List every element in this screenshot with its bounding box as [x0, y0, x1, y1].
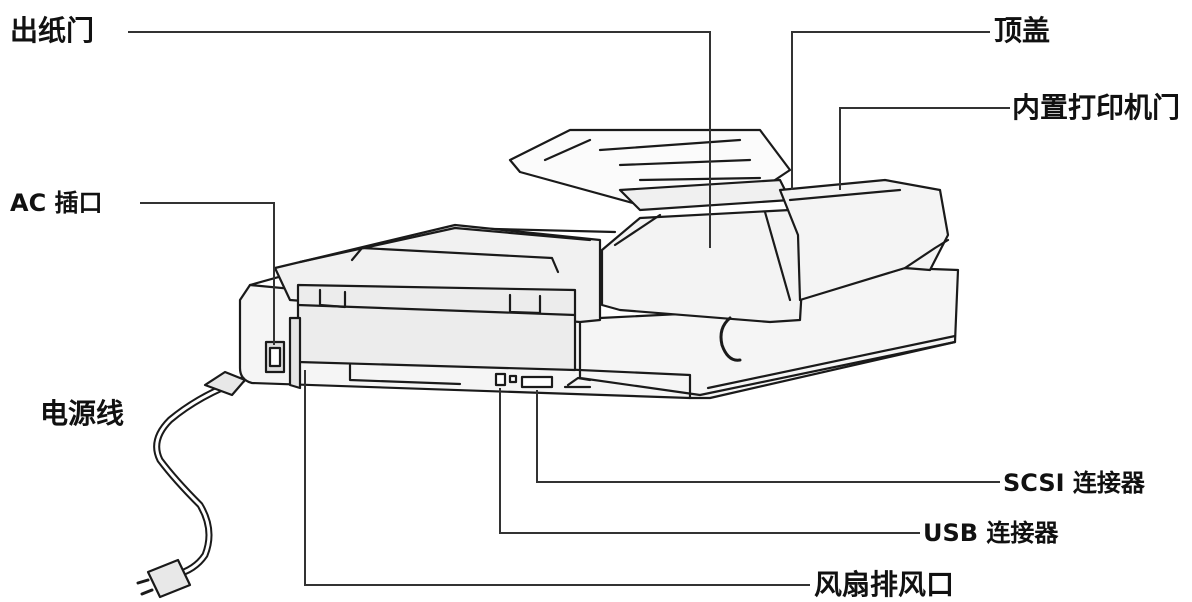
leader-usb-connector — [499, 388, 920, 534]
leader-scsi-connector — [536, 390, 1000, 483]
base-side-panel — [578, 318, 957, 397]
cable-clip — [719, 316, 742, 362]
plug-head — [146, 558, 192, 599]
label-scsi-connector: SCSI 连接器 — [1003, 469, 1145, 497]
power-cord — [153, 376, 246, 579]
imprinter-housing — [778, 178, 950, 302]
leader-lines — [128, 31, 1010, 586]
label-power-cord: 电源线 — [40, 397, 125, 430]
leader-paper-exit-door — [128, 31, 711, 248]
label-top-cover: 顶盖 — [994, 14, 1051, 47]
scsi-symbol — [563, 376, 592, 389]
label-ac-inlet: AC 插口 — [10, 189, 103, 217]
fan-vent-opening — [288, 316, 302, 390]
label-fan-vent: 风扇排风口 — [814, 568, 955, 601]
adf-body — [600, 208, 807, 324]
leader-imprinter-door — [839, 107, 1010, 190]
rear-panel — [296, 283, 577, 372]
label-imprinter-door: 内置打印机门 — [1012, 91, 1181, 124]
cord-connector — [203, 370, 247, 397]
leader-top-cover — [791, 31, 990, 190]
imprinter-door-edge — [903, 238, 950, 270]
leader-ac-inlet — [140, 202, 275, 345]
port-indicator — [508, 374, 518, 384]
scsi-port — [520, 375, 554, 389]
cover-handle — [350, 246, 560, 274]
usb-port — [494, 372, 507, 387]
label-usb-connector: USB 连接器 — [923, 519, 1059, 547]
leader-fan-vent — [304, 370, 810, 586]
label-paper-exit-door: 出纸门 — [10, 14, 95, 47]
